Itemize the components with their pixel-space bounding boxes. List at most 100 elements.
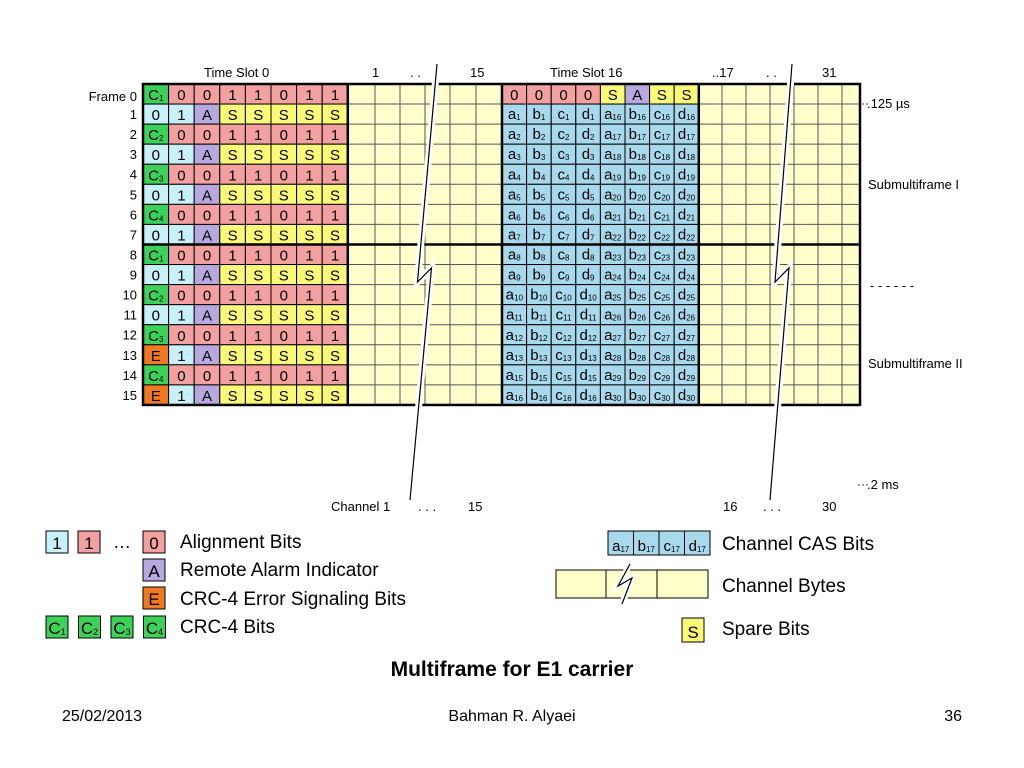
- bottom-30-label: 30: [822, 499, 836, 514]
- legend-crc-sample: [45, 615, 69, 639]
- ts0-bit-label: 0: [177, 288, 185, 305]
- footer-date: 25/02/2013: [62, 708, 143, 725]
- ts0-bit-label: A: [202, 187, 212, 204]
- legend-spare-sample-label: S: [687, 623, 698, 642]
- ts0-bit-label: 1: [228, 288, 236, 305]
- ts0-bit-label: S: [279, 187, 289, 204]
- ts0-bit-label: 0: [280, 368, 288, 385]
- frame-number: 14: [123, 368, 137, 383]
- bottom-dots-1: . . .: [418, 499, 436, 514]
- ts0-bit-label: 0: [203, 207, 211, 224]
- ts0-bit-label: 1: [228, 248, 236, 265]
- frame-number: 9: [130, 268, 137, 283]
- legend-spare-label: Spare Bits: [722, 619, 810, 640]
- ts0-bit-label: S: [330, 348, 340, 365]
- ts0-bit-label: 1: [331, 127, 339, 144]
- ts0-bit-label: 0: [203, 288, 211, 305]
- ts0-bit-label: 0: [177, 368, 185, 385]
- ts0-bit-label: S: [304, 388, 314, 405]
- ts0-bit-label: 0: [152, 107, 160, 124]
- ts0-bit-label: S: [279, 107, 289, 124]
- ts0-bit-label: 1: [228, 207, 236, 224]
- ts0-bit-label: S: [279, 147, 289, 164]
- ts0-bit-label: 1: [228, 328, 236, 345]
- frame-0-label: Frame 0: [89, 89, 137, 104]
- submultiframe-divider: - - - - - -: [870, 278, 914, 293]
- ts0-bit-label: 1: [254, 328, 262, 345]
- ts0-bit-label: S: [228, 308, 238, 325]
- channel-1-label: 1: [372, 65, 379, 80]
- ts0-bit-label: 1: [305, 248, 313, 265]
- ts0-bit-label: S: [304, 227, 314, 244]
- ts0-bit-label: E: [151, 388, 161, 405]
- ts0-bit-label: 1: [331, 167, 339, 184]
- ts0-bit-label: 1: [254, 368, 262, 385]
- multiframe-duration-label: .2 ms: [867, 477, 899, 492]
- ts0-bit-label: 0: [280, 207, 288, 224]
- ts0-bit-label: A: [202, 388, 212, 405]
- slide-caption: Multiframe for E1 carrier: [390, 658, 634, 681]
- frame-number: 5: [130, 187, 137, 202]
- bottom-15-label: 15: [468, 499, 482, 514]
- ts0-bit-label: 0: [280, 248, 288, 265]
- ts16-bit-label: A: [632, 87, 642, 104]
- ts0-bit-label: S: [330, 107, 340, 124]
- frame-number: 8: [130, 247, 137, 262]
- ts0-bit-label: 1: [177, 147, 185, 164]
- legend-align-bit-pink-label: 1: [84, 534, 93, 553]
- timeslot0-label: Time Slot 0: [204, 65, 269, 80]
- frame-number: 6: [130, 207, 137, 222]
- ts0-bit-label: S: [228, 388, 238, 405]
- ts0-bit-label: 1: [228, 87, 236, 104]
- ts0-bit-label: 0: [177, 207, 185, 224]
- legend-cas-label: Channel CAS Bits: [722, 534, 874, 555]
- ts0-bit-label: 1: [331, 87, 339, 104]
- ts0-bit-label: S: [228, 107, 238, 124]
- ts0-bit-label: 1: [305, 167, 313, 184]
- frame-number: 1: [130, 107, 137, 122]
- bottom-16-label: 16: [723, 499, 737, 514]
- ts0-bit-label: 0: [152, 227, 160, 244]
- channel-17-label: ..17: [712, 65, 734, 80]
- top-dots-2: . .: [766, 65, 777, 80]
- ts0-bit-label: S: [253, 227, 263, 244]
- legend: … Alignment Bits Remote Alarm Indicator …: [45, 530, 874, 643]
- ts0-bit-label: S: [253, 147, 263, 164]
- ts0-bit-label: 0: [280, 328, 288, 345]
- ts0-bit-label: 0: [152, 187, 160, 204]
- ts0-bit-label: 1: [254, 87, 262, 104]
- ts0-bit-label: S: [228, 348, 238, 365]
- ts0-bit-label: 0: [203, 248, 211, 265]
- ts0-bit-label: 0: [177, 127, 185, 144]
- ts0-bit-label: S: [304, 107, 314, 124]
- legend-break-mark: [616, 563, 634, 605]
- frame-number: 4: [130, 167, 137, 182]
- ts0-bit-label: 1: [254, 167, 262, 184]
- ts0-bit-label: S: [330, 147, 340, 164]
- ts0-bit-label: S: [304, 308, 314, 325]
- ts0-bit-label: 0: [203, 328, 211, 345]
- ts0-bit-label: 0: [203, 368, 211, 385]
- ts0-bit-label: 0: [177, 248, 185, 265]
- frame-number: 2: [130, 127, 137, 142]
- ts0-bit-label: S: [330, 308, 340, 325]
- ts0-bit-label: S: [279, 268, 289, 285]
- top-dots-1: . .: [410, 65, 421, 80]
- ts0-bit-label: S: [304, 348, 314, 365]
- ts0-bit-label: 1: [228, 368, 236, 385]
- ts0-bit-label: 0: [177, 167, 185, 184]
- ts0-bit-label: 1: [254, 207, 262, 224]
- ts0-bit-label: S: [304, 268, 314, 285]
- ts0-bit-label: S: [253, 388, 263, 405]
- ts0-bit-label: 1: [331, 328, 339, 345]
- ts16-bit-label: 0: [559, 87, 567, 104]
- channel-15-label: 15: [470, 65, 484, 80]
- ts0-bit-label: S: [228, 268, 238, 285]
- ts0-bit-label: 0: [152, 147, 160, 164]
- ts0-bit-label: S: [253, 348, 263, 365]
- ts0-bit-label: E: [151, 348, 161, 365]
- ts0-bit-label: S: [228, 187, 238, 204]
- ts0-bit-label: S: [228, 227, 238, 244]
